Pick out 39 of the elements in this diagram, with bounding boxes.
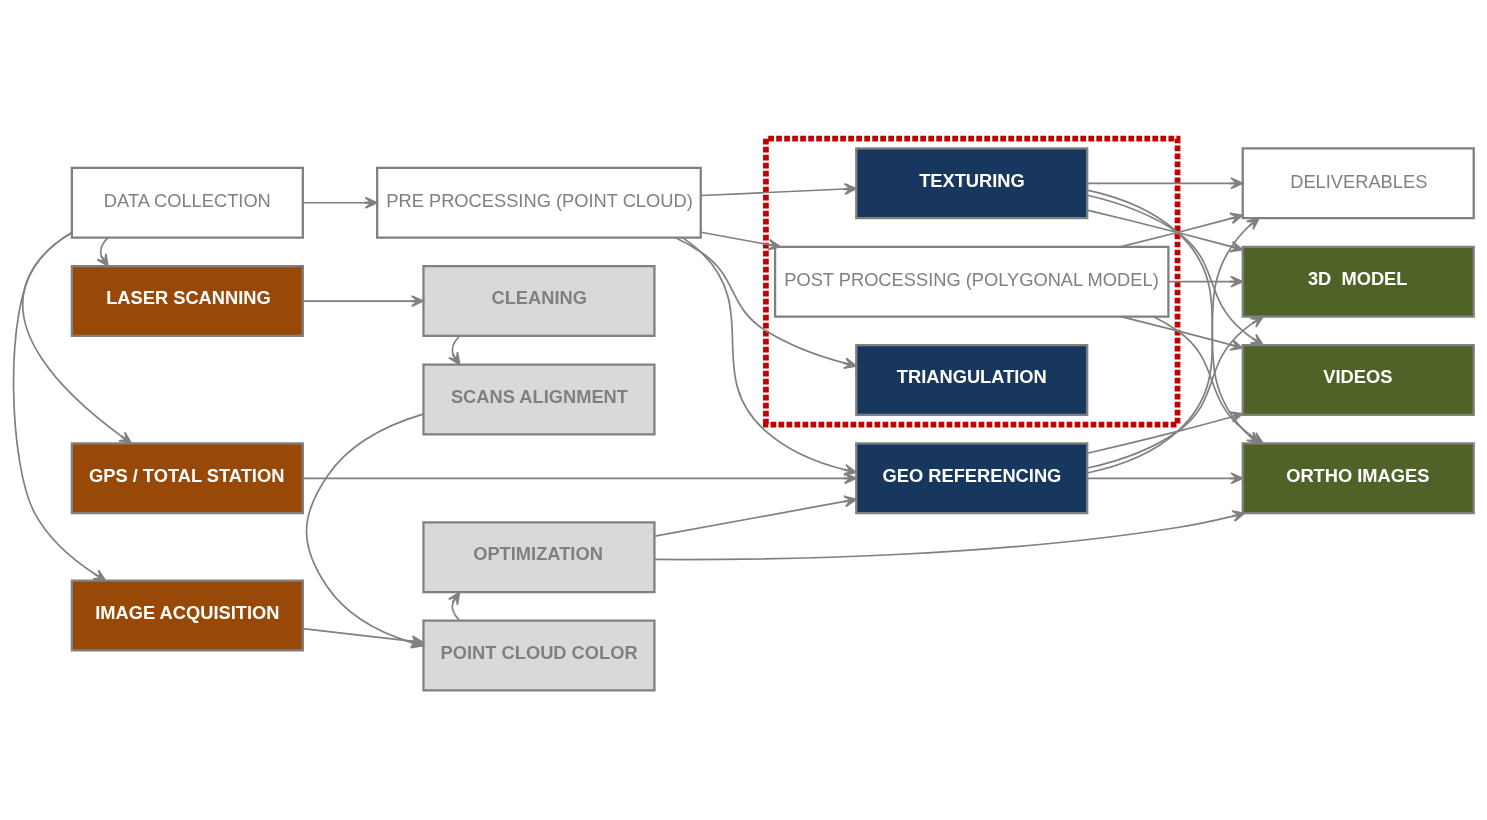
arrow [1086,411,1244,455]
arrow [674,236,857,370]
node-box: POST PROCESSING (POLYGONAL MODEL) [773,245,1170,318]
node-box: POINT CLOUD COLOR [422,619,656,692]
arrow [448,335,461,366]
node-box: ORTHO IMAGES [1241,442,1475,515]
arrow [302,472,857,485]
arrow [1086,194,1264,346]
arrow [700,231,781,251]
node-box: GEO REFERENCING [855,442,1089,515]
arrow [302,295,425,308]
arrow [1086,177,1244,190]
arrow [700,183,858,197]
arrow [1086,217,1260,474]
arrow [447,591,461,622]
node-box: TRIANGULATION [855,343,1089,416]
node-box: PRE PROCESSING (POINT CLOUD) [376,166,702,239]
node-box: GPS / TOTAL STATION [70,442,304,515]
node-box: IMAGE ACQUISITION [70,579,304,652]
node-box: OPTIMIZATION [422,521,656,594]
arrow [12,232,107,582]
arrow [1086,472,1244,485]
node-box: CLEANING [422,265,656,338]
arrow [96,237,109,267]
node-box: LASER SCANNING [70,265,304,338]
arrow [1119,315,1244,351]
arrow [654,495,857,538]
arrow [1086,189,1260,445]
node-box: TEXTURING [855,147,1089,220]
node-box: DELIVERABLES [1241,147,1475,220]
arrow [1168,275,1244,288]
arrow [1119,212,1244,248]
node-box: DATA COLLECTION [70,166,304,239]
node-box: 3D MODEL [1241,245,1475,318]
arrow [653,510,1246,561]
node-box: VIDEOS [1241,343,1475,416]
arrow [302,196,378,209]
node-box: SCANS ALIGNMENT [422,363,656,436]
cluster [763,135,1181,428]
